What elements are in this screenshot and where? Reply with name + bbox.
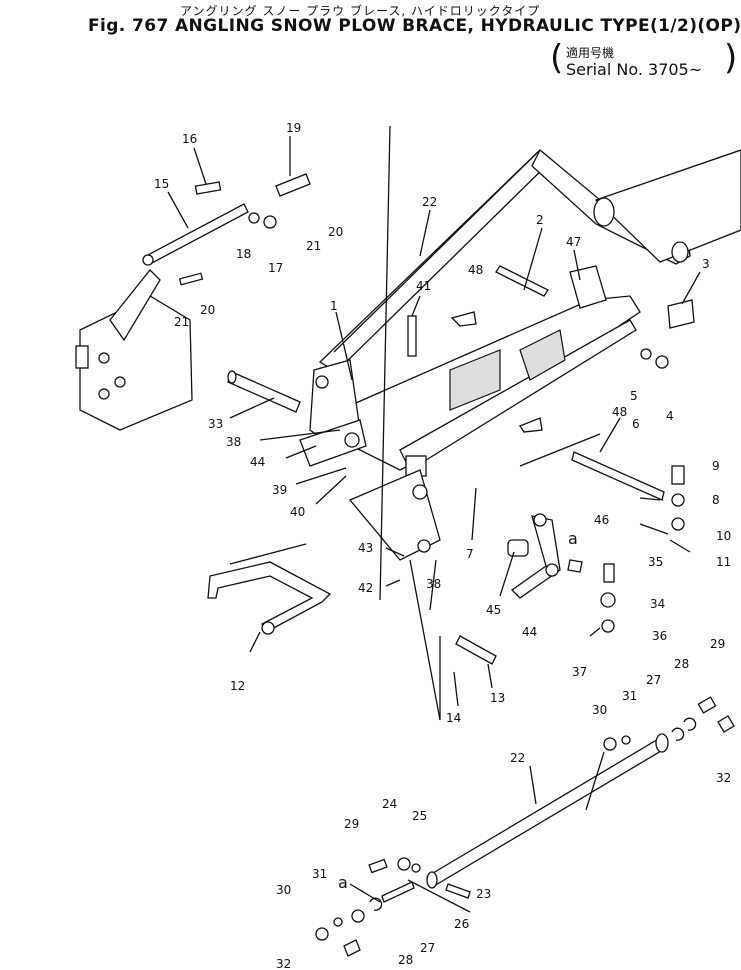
figure-title: Fig. 767 ANGLING SNOW PLOW BRACE, HYDRAU… bbox=[88, 16, 741, 36]
callout-16: 16 bbox=[182, 132, 197, 146]
callout-44b: 44 bbox=[522, 625, 537, 639]
wedge-48 bbox=[450, 311, 543, 433]
callout-44: 44 bbox=[250, 455, 265, 469]
callout-25: 25 bbox=[412, 809, 427, 823]
callout-30b: 30 bbox=[276, 883, 291, 897]
callout-35: 35 bbox=[648, 555, 663, 569]
callout-6: 6 bbox=[632, 417, 640, 431]
lower-left-hardware bbox=[315, 857, 471, 957]
callout-23: 23 bbox=[476, 887, 491, 901]
callout-45: 45 bbox=[486, 603, 501, 617]
small-hardware-top bbox=[178, 173, 311, 286]
callout-4: 4 bbox=[666, 409, 674, 423]
lift-cylinder bbox=[531, 148, 741, 265]
callout-31b: 31 bbox=[312, 867, 327, 881]
pin-13 bbox=[455, 635, 497, 665]
callout-48b: 48 bbox=[612, 405, 627, 419]
callout-27b: 27 bbox=[420, 941, 435, 955]
callout-11: 11 bbox=[716, 555, 731, 569]
mid-hardware bbox=[567, 559, 616, 633]
callout-20: 20 bbox=[328, 225, 343, 239]
callout-24: 24 bbox=[382, 797, 397, 811]
leader-lines bbox=[167, 125, 701, 913]
callout-13: 13 bbox=[490, 691, 505, 705]
lever-44 bbox=[510, 513, 561, 599]
side-bracket bbox=[299, 359, 441, 561]
callout-32: 32 bbox=[716, 771, 731, 785]
callout-38b: 38 bbox=[426, 577, 441, 591]
serial-bracket-right: ) bbox=[724, 38, 738, 78]
callout-38: 38 bbox=[226, 435, 241, 449]
callout-17: 17 bbox=[268, 261, 283, 275]
callout-3: 3 bbox=[702, 257, 710, 271]
callout-21b: 21 bbox=[174, 315, 189, 329]
callout-42: 42 bbox=[358, 581, 373, 595]
callout-36: 36 bbox=[652, 629, 667, 643]
callout-21: 21 bbox=[306, 239, 321, 253]
callout-20b: 20 bbox=[200, 303, 215, 317]
rod-6 bbox=[571, 451, 665, 501]
callout-30: 30 bbox=[592, 703, 607, 717]
callout-28b: 28 bbox=[398, 953, 413, 967]
callout-22: 22 bbox=[422, 195, 437, 209]
callout-19: 19 bbox=[286, 121, 301, 135]
callout-40: 40 bbox=[290, 505, 305, 519]
callout-37: 37 bbox=[572, 665, 587, 679]
callout-7: 7 bbox=[466, 547, 474, 561]
bolt-41 bbox=[407, 315, 417, 357]
callout-10: 10 bbox=[716, 529, 731, 543]
callout-29b: 29 bbox=[344, 817, 359, 831]
callout-28: 28 bbox=[674, 657, 689, 671]
callout-41: 41 bbox=[416, 279, 431, 293]
callout-43: 43 bbox=[358, 541, 373, 555]
callout-33: 33 bbox=[208, 417, 223, 431]
pin-33 bbox=[227, 370, 301, 413]
callout-9: 9 bbox=[712, 459, 720, 473]
callout-8: 8 bbox=[712, 493, 720, 507]
callout-32b: 32 bbox=[276, 957, 291, 970]
callout-a: a bbox=[568, 529, 578, 548]
right-hardware bbox=[640, 348, 685, 531]
lower-rod-22 bbox=[426, 733, 669, 889]
callout-15: 15 bbox=[154, 177, 169, 191]
callout-47: 47 bbox=[566, 235, 581, 249]
callout-22b: 22 bbox=[510, 751, 525, 765]
lower-right-hardware bbox=[603, 696, 735, 751]
callout-18: 18 bbox=[236, 247, 251, 261]
callout-2: 2 bbox=[536, 213, 544, 227]
callout-1: 1 bbox=[330, 299, 338, 313]
plate-3 bbox=[667, 299, 695, 329]
callout-a2: a bbox=[338, 873, 348, 892]
lower-frame-12 bbox=[207, 561, 332, 635]
spacer-45 bbox=[507, 539, 529, 557]
callout-27: 27 bbox=[646, 673, 661, 687]
japanese-title: アングリング スノー プラウ ブレース, ハイドロリックタイプ bbox=[180, 4, 541, 18]
callout-14: 14 bbox=[446, 711, 461, 725]
bolt-2 bbox=[495, 265, 549, 297]
serial-bracket-left: ( bbox=[550, 38, 564, 78]
callout-5: 5 bbox=[630, 389, 638, 403]
serial-number: Serial No. 3705~ bbox=[566, 60, 703, 79]
cylinder-mount bbox=[75, 269, 193, 431]
figure-header: アングリング スノー プラウ ブレース, ハイドロリックタイプ Fig. 767… bbox=[0, 0, 741, 90]
callout-48: 48 bbox=[468, 263, 483, 277]
callout-34: 34 bbox=[650, 597, 665, 611]
rod-15 bbox=[142, 203, 249, 266]
callout-26: 26 bbox=[454, 917, 469, 931]
callout-39: 39 bbox=[272, 483, 287, 497]
callout-12: 12 bbox=[230, 679, 245, 693]
callout-labels: 16 19 15 22 2 47 3 20 21 18 17 20 21 48 … bbox=[154, 121, 731, 970]
callout-31: 31 bbox=[622, 689, 637, 703]
callout-46: 46 bbox=[594, 513, 609, 527]
callout-29: 29 bbox=[710, 637, 725, 651]
serial-label-jp: 適用号機 bbox=[566, 46, 615, 60]
main-frame bbox=[339, 265, 641, 477]
